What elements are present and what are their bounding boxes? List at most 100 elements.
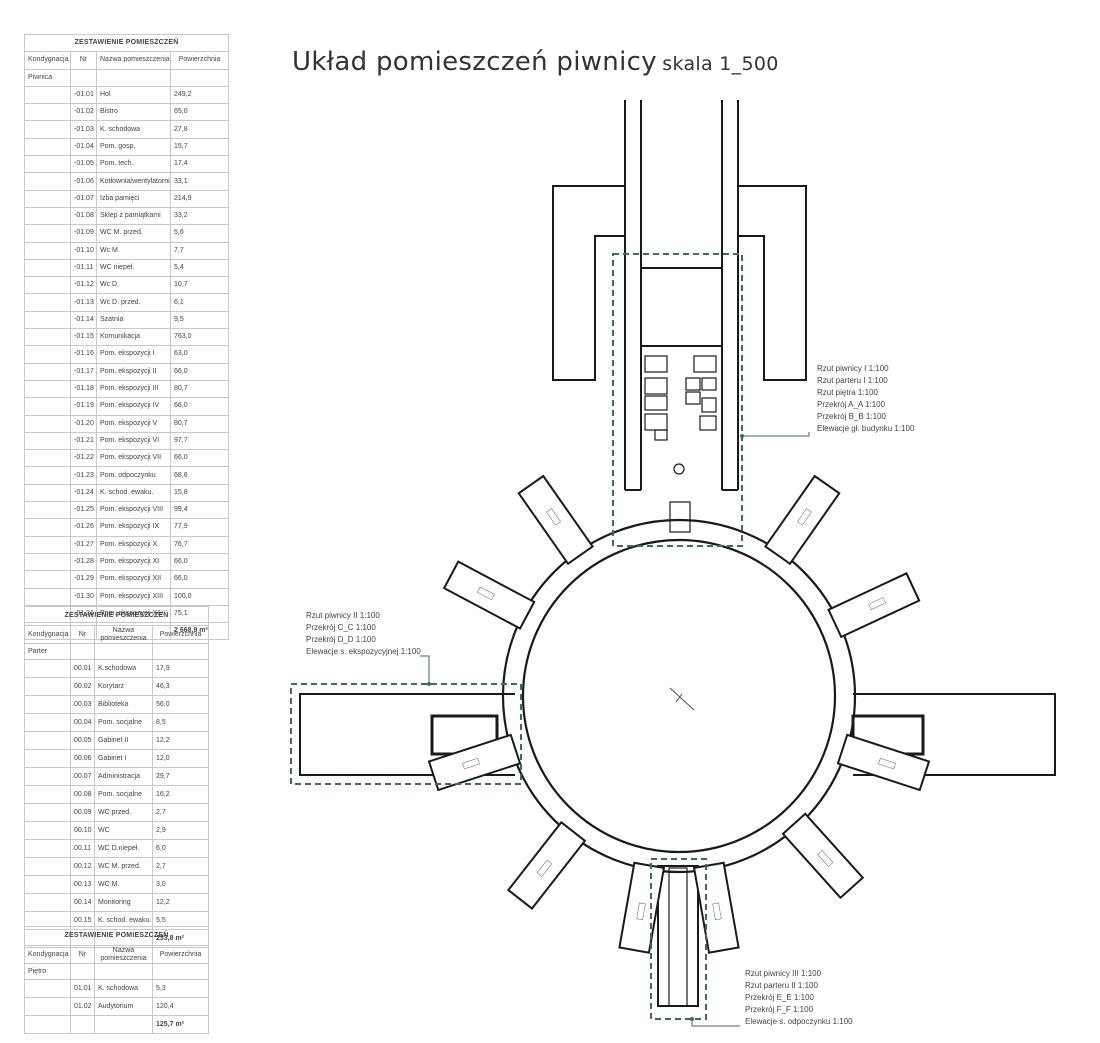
callout-west-4: Elewacje s. ekspozycyjnej 1:100 — [306, 647, 421, 656]
exhibition-arm — [506, 820, 587, 910]
room-schedule-basement: ZESTAWIENIE POMIESZCZEŃ Kondygnacja Nr N… — [23, 33, 230, 641]
room-cell — [693, 355, 717, 373]
exhibition-arm — [427, 733, 522, 792]
title-main: Układ pomieszczeń piwnicy — [292, 47, 657, 77]
exhibition-room — [836, 733, 931, 792]
south-corridor — [657, 865, 699, 1007]
exhibition-room — [763, 474, 841, 566]
center-marker — [669, 687, 695, 711]
room-cell — [644, 355, 668, 373]
room-area: 3,0 — [151, 875, 210, 894]
leader-dot — [690, 1017, 694, 1021]
room-cell — [685, 391, 701, 405]
callout-west-3: Przekrój D_D 1:100 — [306, 635, 376, 644]
exhibition-arm — [517, 474, 595, 566]
room-cell — [644, 413, 668, 431]
exhibition-arm — [836, 733, 931, 792]
exhibition-arm — [763, 474, 841, 566]
column — [673, 463, 685, 475]
callout-south-4: Przekrój F_F 1:100 — [745, 1005, 814, 1014]
callout-north-6: Elewacje gł. budynku 1:100 — [817, 424, 915, 433]
south-corridor-inner — [668, 867, 688, 1007]
leader-dot — [427, 682, 431, 686]
room-cell — [701, 397, 717, 413]
leader-north — [742, 432, 810, 437]
callout-north-1: Rzut piwnicy I 1:100 — [817, 364, 889, 373]
room-schedule-ground: ZESTAWIENIE POMIESZCZEŃ Kondygnacja Nr N… — [23, 606, 210, 948]
table-total: 125,7 m² — [151, 1015, 210, 1034]
exhibition-arms — [427, 474, 931, 954]
room-tag — [796, 508, 812, 526]
room-cell — [685, 377, 701, 391]
room-tag — [817, 850, 834, 867]
exhibition-room — [618, 861, 666, 954]
title-scale: skala 1_500 — [662, 53, 779, 75]
room-cell — [699, 415, 717, 431]
ring-inner — [521, 538, 837, 854]
exhibition-room — [442, 560, 536, 630]
exhibition-room — [692, 861, 740, 954]
callout-south-5: Elewacje s. odpoczynku 1:100 — [745, 1017, 853, 1026]
section-frame-south — [650, 858, 707, 1020]
exhibition-arm — [827, 572, 921, 639]
west-wing — [552, 185, 625, 381]
section-frame-north — [612, 253, 743, 547]
callout-west-2: Przekrój C_C 1:100 — [306, 623, 376, 632]
room-tag — [477, 586, 495, 601]
room-tag — [462, 757, 480, 770]
callout-south-3: Przekrój E_E 1:100 — [745, 993, 814, 1002]
exhibition-room — [781, 812, 865, 900]
room-area: 66,0 — [169, 397, 230, 416]
room-schedule-floor: ZESTAWIENIE POMIESZCZEŃ Kondygnacja Nr N… — [23, 926, 210, 1034]
callout-north-5: Przekrój B_B 1:100 — [817, 412, 886, 421]
leader-south — [691, 1019, 740, 1027]
exhibition-arm — [442, 560, 536, 630]
room-tag — [712, 902, 722, 921]
exhibition-arm — [692, 861, 740, 954]
room-tag — [546, 508, 562, 526]
callout-north-2: Rzut parteru I 1:100 — [817, 376, 888, 385]
room-cell — [654, 429, 668, 441]
exhibition-arm — [618, 861, 666, 954]
drawing-title: Układ pomieszczeń piwnicy skala 1_500 — [292, 47, 779, 77]
room-cell — [644, 377, 668, 395]
room-cell — [644, 395, 668, 411]
callout-north-3: Rzut piętra 1:100 — [817, 388, 878, 397]
leader-west — [420, 655, 430, 684]
exhibition-arm — [781, 812, 865, 900]
west-long-wing — [299, 693, 515, 776]
callout-south-2: Rzut parteru II 1:100 — [745, 981, 818, 990]
ring-outer — [501, 518, 857, 874]
east-long-wing — [853, 693, 1056, 776]
callout-south-1: Rzut piwnicy III 1:100 — [745, 969, 822, 978]
stair-core — [669, 501, 691, 533]
east-wing — [738, 185, 807, 381]
